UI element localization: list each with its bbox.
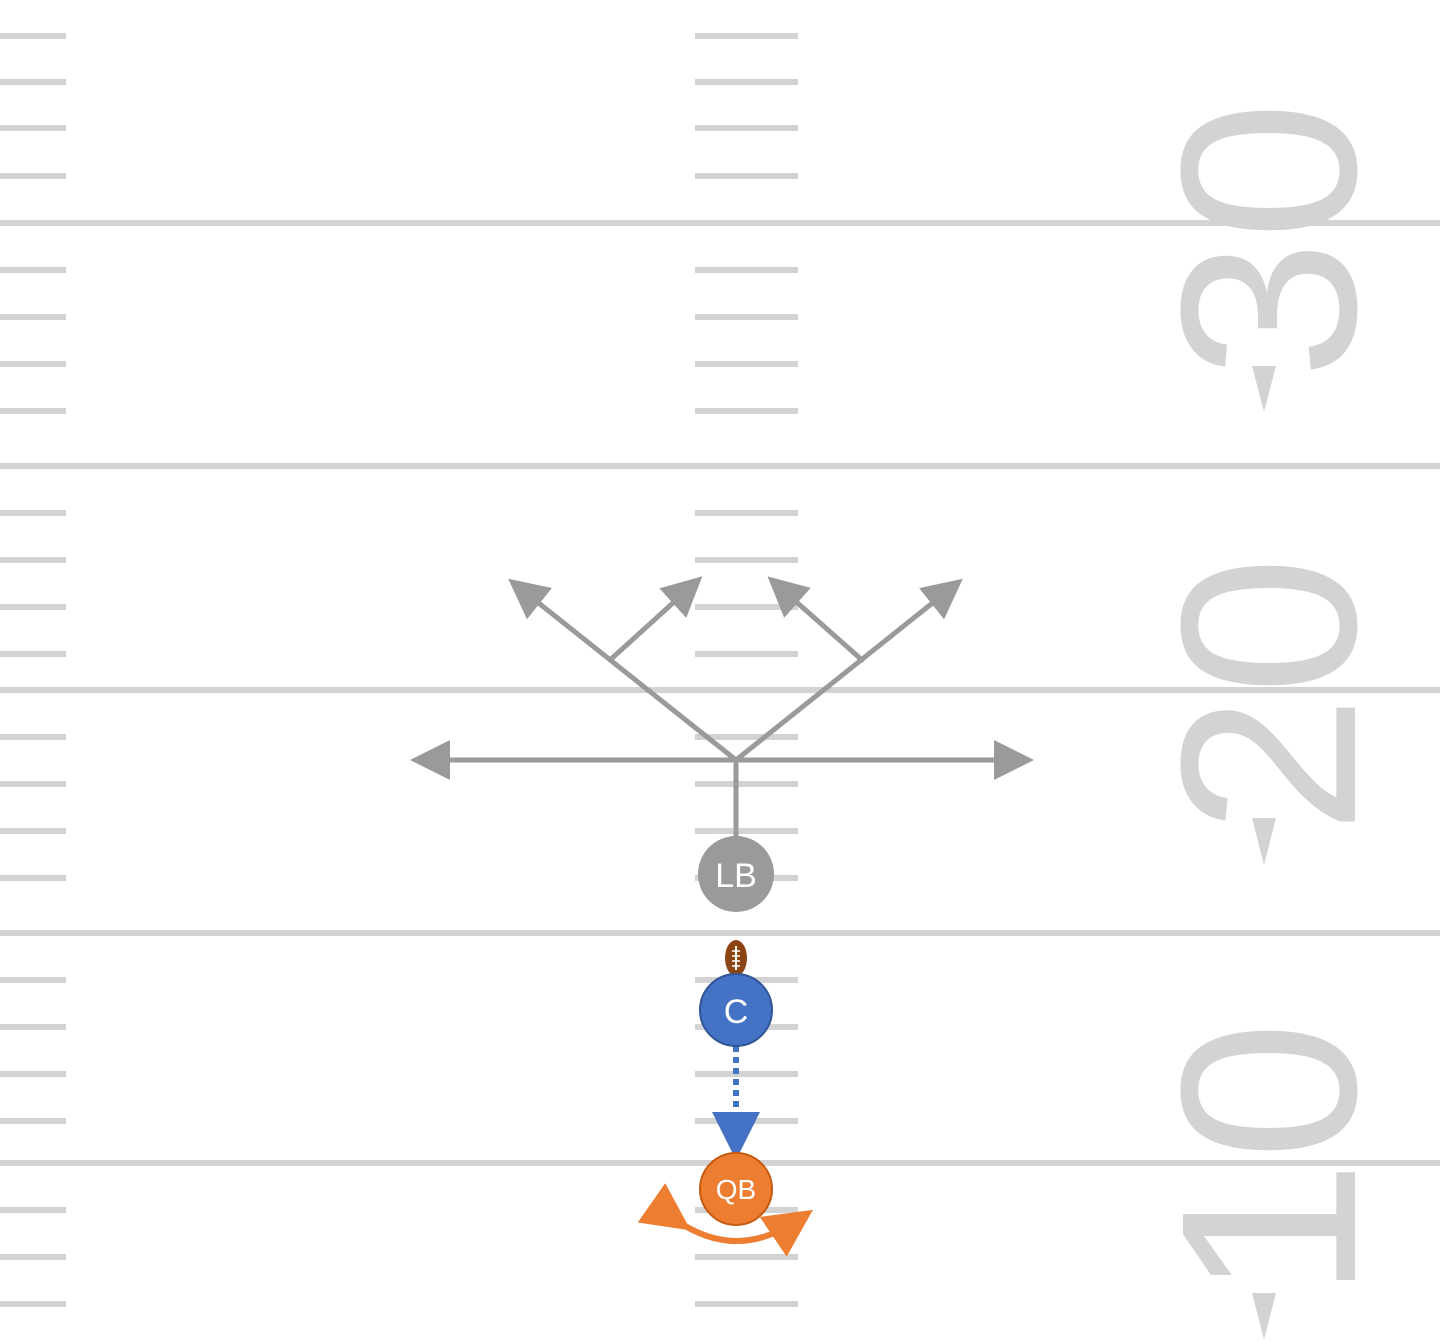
player-linebacker: LB xyxy=(698,836,774,912)
player-quarterback: QB xyxy=(699,1152,773,1226)
football-icon xyxy=(725,940,747,976)
center-marker xyxy=(699,973,773,1047)
yard-number-20: 20 xyxy=(1129,556,1408,834)
quarterback-movement-arc xyxy=(637,1183,813,1257)
hash-marks-left xyxy=(0,33,66,1307)
route-branch-right xyxy=(767,576,865,663)
hash-marks-center xyxy=(695,33,798,1307)
direction-arrow-icon xyxy=(1252,366,1276,412)
center-label: C xyxy=(724,993,749,1031)
quarterback-label: QB xyxy=(716,1174,756,1205)
linebacker-label: LB xyxy=(715,857,757,895)
linebacker-route-tree xyxy=(410,576,1034,841)
direction-arrow-icon xyxy=(1252,1293,1276,1340)
route-seam-left xyxy=(508,578,739,763)
direction-arrow-icon xyxy=(1252,818,1276,865)
yard-number-30: 30 xyxy=(1129,101,1408,379)
linebacker-marker xyxy=(698,836,774,912)
yard-number-10: 10 xyxy=(1129,1021,1408,1299)
player-center: C xyxy=(699,973,773,1047)
route-branch-left xyxy=(607,576,703,663)
yard-numbers: 30 20 10 xyxy=(1129,101,1408,1340)
route-seam-right xyxy=(733,578,963,763)
